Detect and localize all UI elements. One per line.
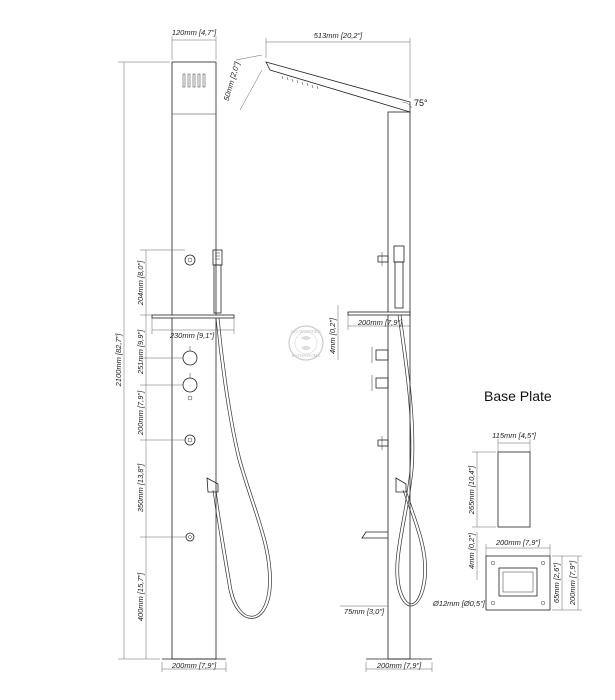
side-shelf [347, 311, 411, 316]
base-plate-detail: Base Plate 115mm [4,5"] 265mm [10,4"] 20… [467, 388, 582, 611]
dim-spout-length: 75mm [3,0"] [344, 607, 385, 616]
dim-shelf-depth: 200mm [7,9"] [357, 318, 403, 327]
dim-seg-251: 251mm [9,9"] [136, 329, 145, 375]
base-plate-square [485, 555, 551, 611]
dim-head-thickness-a: 50mm [2,0"] [222, 60, 242, 102]
dim-seg-400: 400mm [15,7"] [136, 572, 145, 621]
hose-side [395, 314, 428, 607]
knob-middle [184, 434, 196, 446]
vent-slots [182, 73, 206, 88]
hose-connector-front [206, 477, 219, 493]
mixer-valve-lower [182, 377, 198, 393]
spout-front [185, 532, 195, 542]
watermark-logo: NO WORRIES BATHROOMS [288, 325, 324, 361]
dim-total-height: 2100mm [82,7"] [114, 333, 123, 388]
valve-side-upper [375, 349, 389, 361]
dim-base-side: 200mm [7,9"] [376, 661, 422, 670]
overhead-shower-head [265, 61, 411, 113]
dim-plate-thickness: 4mm [0,2"] [467, 532, 476, 569]
dim-plate-inner-height: 65mm [2,6"] [552, 562, 561, 603]
dim-plate-outer-width: 200mm [7,9"] [495, 538, 541, 547]
knob-upper [184, 254, 196, 266]
dim-angle: 75° [414, 98, 428, 108]
side-view: 75° 513mm [20,2"] 50mm [2,0"] 200mm [7,9… [222, 31, 486, 672]
mixer-valve-upper [182, 350, 198, 366]
dim-plate-depth: 200mm [7,9"] [568, 560, 577, 606]
hose-connector-side [395, 477, 407, 493]
nozzle-marks [281, 75, 319, 90]
dim-plate-width: 115mm [4,5"] [492, 431, 537, 440]
hose-front [215, 317, 269, 617]
spout-side [361, 531, 388, 539]
dim-shelf-width: 230mm [9,1"] [169, 331, 215, 340]
handheld-handle-side [394, 261, 404, 309]
dim-seg-204: 204mm [8,0"] [136, 260, 145, 306]
dim-plate-height: 265mm [10,4"] [467, 465, 476, 515]
dim-shelf-thickness: 4mm [0,2"] [328, 317, 337, 354]
dim-base-front: 200mm [7,9"] [171, 661, 217, 670]
watermark-bottom-text: BATHROOMS [292, 353, 321, 358]
dim-front-width: 120mm [4,7"] [172, 28, 217, 37]
base-plate-title: Base Plate [484, 388, 552, 404]
dim-head-length: 513mm [20,2"] [314, 31, 363, 40]
front-shelf [151, 314, 235, 319]
handheld-handle-front [213, 264, 222, 314]
front-view: 120mm [4,7"] 2100mm [82,7"] 204mm [8,0"]… [114, 28, 272, 672]
handheld-head-side [393, 245, 405, 263]
front-column [171, 61, 217, 660]
dim-hose-diameter: Ø12mm [Ø0,5"] [432, 599, 486, 608]
valve-side-lower [375, 377, 389, 389]
base-plate-upright [497, 451, 531, 528]
dim-seg-350: 350mm [13,8"] [136, 463, 145, 512]
dim-seg-200: 200mm [7,9"] [136, 390, 145, 436]
base-plate-inner-rect [498, 567, 538, 597]
handheld-head-front [212, 249, 223, 266]
watermark-top-text: NO WORRIES [291, 329, 321, 334]
